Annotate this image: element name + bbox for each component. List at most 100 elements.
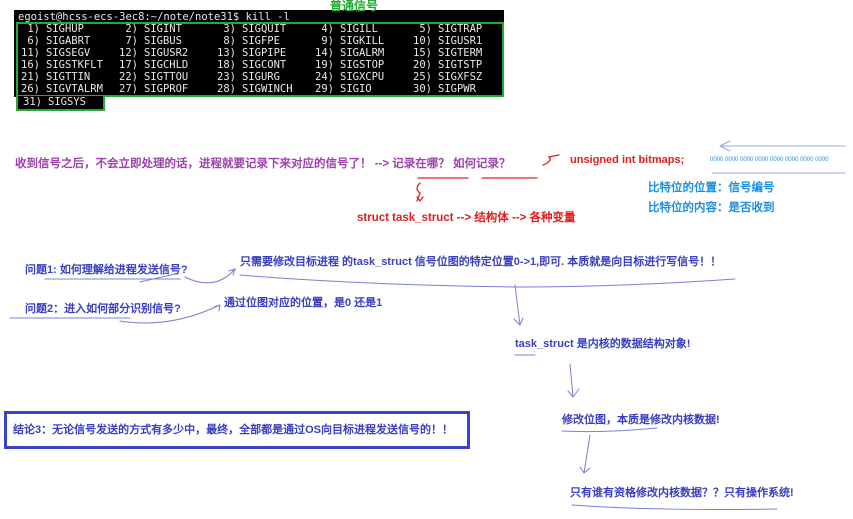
- signal-10: 10)SIGUSR1: [410, 35, 508, 47]
- signal-name: SIGSYS: [48, 96, 86, 108]
- signal-22: 22) SIGTTOU: [116, 71, 214, 83]
- note-modify: 修改位图，本质是修改内核数据!: [562, 414, 720, 426]
- signal-name: SIGUSR2: [144, 47, 189, 59]
- signal-number: 28): [217, 83, 236, 95]
- signal-number: 26): [21, 83, 40, 95]
- signal-7: 7) SIGBUS: [116, 35, 214, 47]
- signal-number: 23): [217, 71, 236, 83]
- signal-number: 20): [413, 59, 432, 71]
- signal-number: 17): [119, 59, 138, 71]
- signal-name: SIGSTOP: [340, 59, 385, 71]
- signal-name: SIGPWR: [438, 83, 476, 95]
- terminal-window: egoist@hcss-ecs-3ec8:~/note/note31$ kill…: [14, 10, 504, 97]
- signal-name: SIGFPE: [242, 35, 280, 47]
- signal-number: 9): [321, 35, 334, 47]
- highlight-box-tail: 31) SIGSYS: [16, 96, 105, 111]
- signal-number: 13): [217, 47, 236, 59]
- signal-name: SIGBUS: [144, 35, 182, 47]
- signal-number: 14): [315, 47, 334, 59]
- note-bit-position: 比特位的位置：信号编号: [648, 182, 775, 194]
- highlight-box: [16, 22, 504, 97]
- signal-23: 23)SIGURG: [214, 71, 312, 83]
- signal-31: 31) SIGSYS: [20, 96, 86, 108]
- note-bits: 0000 0000 0000 0000 0000 0000 0000 0000: [710, 157, 829, 163]
- signal-15: 15) SIGTERM: [410, 47, 508, 59]
- signal-number: 24): [315, 71, 334, 83]
- note-record: 收到信号之后，不会立即处理的话，进程就要记录下来对应的信号了！ --> 记录在哪…: [15, 158, 511, 170]
- signal-8: 8) SIGFPE: [214, 35, 312, 47]
- signal-number: 11): [21, 47, 40, 59]
- signal-name: SIGHUP: [46, 23, 84, 35]
- signal-16: 16) SIGSTKFLT: [18, 59, 116, 71]
- question-1: 问题1: 如何理解给进程发送信号?: [25, 264, 188, 276]
- conclusion-3: 结论3：无论信号发送的方式有多少中，最终，全部都是通过OS向目标进程发送信号的！…: [13, 424, 454, 436]
- signal-29: 29)SIGIO: [312, 83, 410, 95]
- normal-signals-label: 普通信号: [330, 0, 379, 13]
- signal-name: SIGPIPE: [242, 47, 287, 59]
- signal-18: 18) SIGCONT: [214, 59, 312, 71]
- signal-name: SIGKILL: [340, 35, 385, 47]
- signal-3: 3)SIGQUIT: [214, 23, 312, 35]
- signal-number: 16): [21, 59, 40, 71]
- signal-11: 11) SIGSEGV: [18, 47, 116, 59]
- signal-name: SIGWINCH: [242, 83, 293, 95]
- note-bitmap: unsigned int bitmaps;: [570, 154, 685, 166]
- signal-name: SIGXCPU: [340, 71, 385, 83]
- signal-26: 26) SIGVTALRM: [18, 83, 116, 95]
- note-task-struct: task_struct 是内核的数据结构对象!: [515, 338, 691, 350]
- signal-19: 19) SIGSTOP: [312, 59, 410, 71]
- answer-1: 只需要修改目标进程 的task_struct 信号位图的特定位置0->1,即可.…: [240, 256, 722, 268]
- signal-name: SIGQUIT: [242, 23, 287, 35]
- signal-4: 4)SIGILL: [312, 23, 410, 35]
- note-struct: struct task_struct --> 结构体 --> 各种变量: [357, 212, 576, 224]
- signal-number: 25): [413, 71, 432, 83]
- signal-name: SIGALRM: [340, 47, 385, 59]
- answer-2: 通过位图对应的位置，是0 还是1: [224, 297, 383, 309]
- signal-number: 6): [27, 35, 40, 47]
- terminal-prompt: egoist@hcss-ecs-3ec8:~/note/note31$ kill…: [18, 11, 290, 23]
- signal-21: 21)SIGTTIN: [18, 71, 116, 83]
- signal-20: 20)SIGTSTP: [410, 59, 508, 71]
- signal-number: 1): [27, 23, 40, 35]
- signal-number: 18): [217, 59, 236, 71]
- signal-name: SIGSEGV: [46, 47, 91, 59]
- signal-name: SIGTTOU: [144, 71, 189, 83]
- signal-number: 21): [21, 71, 40, 83]
- signal-number: 19): [315, 59, 334, 71]
- signal-name: SIGABRT: [46, 35, 91, 47]
- signal-25: 25) SIGXFSZ: [410, 71, 508, 83]
- signal-number: 31): [23, 96, 42, 108]
- signal-1: 1) SIGHUP: [18, 23, 116, 35]
- signal-24: 24) SIGXCPU: [312, 71, 410, 83]
- signal-number: 15): [413, 47, 432, 59]
- signal-number: 7): [125, 35, 138, 47]
- signal-number: 5): [419, 23, 432, 35]
- signal-number: 8): [223, 35, 236, 47]
- signal-name: SIGCHLD: [144, 59, 189, 71]
- signal-number: 30): [413, 83, 432, 95]
- signal-number: 22): [119, 71, 138, 83]
- note-who: 只有谁有资格修改内核数据？？只有操作系统!: [570, 487, 794, 499]
- signal-6: 6) SIGABRT: [18, 35, 116, 47]
- signal-name: SIGTERM: [438, 47, 483, 59]
- signal-name: SIGPROF: [144, 83, 189, 95]
- signal-17: 17) SIGCHLD: [116, 59, 214, 71]
- note-bit-content: 比特位的内容：是否收到: [648, 202, 775, 214]
- signal-number: 29): [315, 83, 334, 95]
- signal-number: 27): [119, 83, 138, 95]
- signal-name: SIGINT: [144, 23, 182, 35]
- signal-number: 2): [125, 23, 138, 35]
- signal-2: 2) SIGINT: [116, 23, 214, 35]
- signal-name: SIGCONT: [242, 59, 287, 71]
- signal-14: 14) SIGALRM: [312, 47, 410, 59]
- signal-number: 10): [413, 35, 432, 47]
- signal-12: 12)SIGUSR2: [116, 47, 214, 59]
- signal-name: SIGXFSZ: [438, 71, 483, 83]
- signal-13: 13) SIGPIPE: [214, 47, 312, 59]
- signal-number: 4): [321, 23, 334, 35]
- signal-5: 5) SIGTRAP: [410, 23, 508, 35]
- signal-name: SIGTRAP: [438, 23, 483, 35]
- signal-30: 30) SIGPWR: [410, 83, 508, 95]
- signal-name: SIGVTALRM: [46, 83, 103, 95]
- signal-name: SIGSTKFLT: [46, 59, 103, 71]
